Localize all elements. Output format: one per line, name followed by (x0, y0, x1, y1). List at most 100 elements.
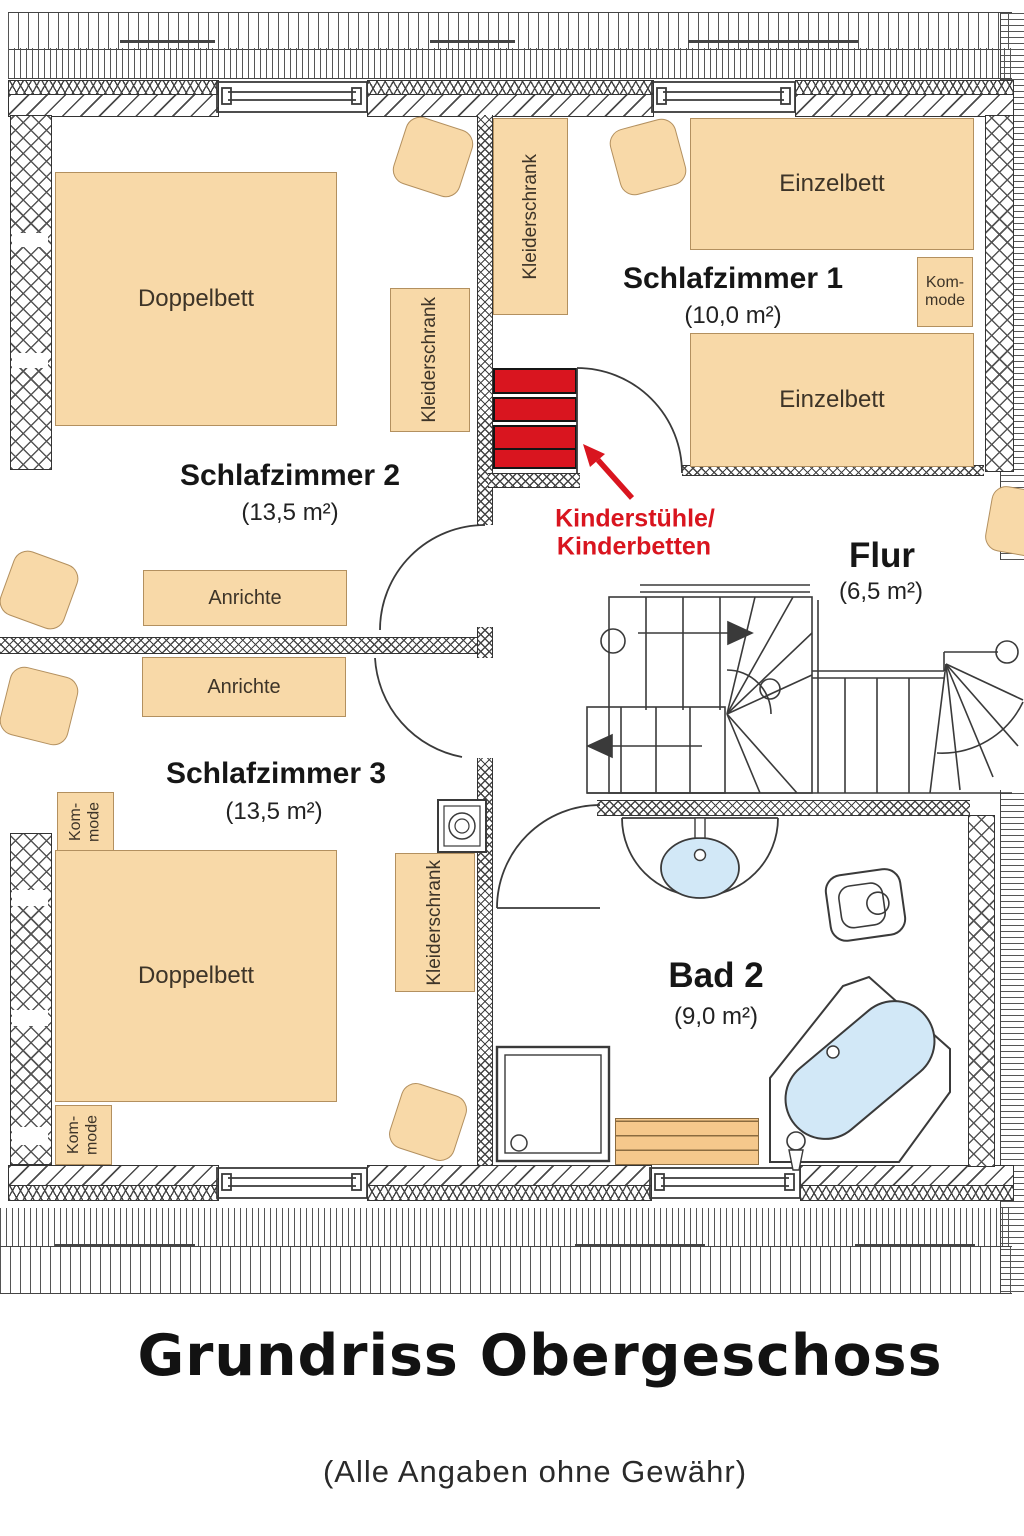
bed-double-schlafzimmer3: Doppelbett (55, 850, 337, 1102)
wall-top-insulation (8, 80, 219, 96)
child-bed-marker (493, 397, 577, 422)
door-schlafzimmer3 (374, 657, 463, 758)
door-schlafzimmer1 (576, 367, 683, 474)
sideboard-schlafzimmer2: Anrichte (143, 570, 347, 626)
window-icon (651, 81, 796, 113)
wall-bottom (8, 1165, 219, 1187)
room-label-bad2: Bad 2 (668, 956, 764, 995)
dresser-bottom-schlafzimmer3: Kom-mode (55, 1105, 112, 1165)
room-area-schlafzimmer1: (10,0 m²) (684, 302, 782, 329)
annotation-kinder-line1: Kinderstühle/ (555, 504, 715, 533)
dresser-label: Kom-mode (67, 801, 103, 843)
wardrobe-schlafzimmer2: Kleiderschrank (390, 288, 470, 432)
wall-right-lower (968, 815, 995, 1167)
door-schlafzimmer2 (379, 524, 486, 631)
wall-bad2-top (597, 800, 970, 816)
dresser-schlafzimmer1: Kom-mode (917, 257, 973, 327)
wardrobe-label: Kleiderschrank (519, 153, 541, 280)
roof-joint-mark (688, 40, 858, 43)
chair (0, 546, 83, 634)
room-area-bad2: (9,0 m²) (674, 1003, 758, 1030)
dresser-top-schlafzimmer3: Kom-mode (57, 792, 114, 852)
bed-label: Doppelbett (137, 962, 255, 989)
chair (0, 663, 82, 749)
shower-icon (495, 1045, 611, 1163)
room-label-schlafzimmer2: Schlafzimmer 2 (179, 459, 401, 492)
wardrobe-schlafzimmer1: Kleiderschrank (493, 118, 568, 315)
wall-bottom-insulation (8, 1185, 219, 1201)
wall-hall-vertical-lower (477, 758, 493, 1165)
roof-band-top-outer (8, 12, 1012, 50)
bed-label: Doppelbett (137, 285, 255, 312)
window-icon (649, 1167, 801, 1199)
sideboard-label: Anrichte (208, 586, 282, 609)
chair (982, 483, 1024, 561)
wardrobe-label: Kleiderschrank (419, 297, 440, 423)
wall-bottom-insulation (367, 1185, 652, 1201)
sideboard-label: Anrichte (207, 675, 281, 698)
wall-bottom (800, 1165, 1014, 1187)
child-bed-marker (493, 368, 577, 394)
page-subtitle: (Alle Angaben ohne Gewähr) (322, 1454, 748, 1489)
room-area-schlafzimmer3: (13,5 m²) (225, 798, 323, 825)
annotation-arrow (583, 444, 635, 500)
room-area-schlafzimmer2: (13,5 m²) (241, 499, 339, 526)
annotation-kinder-line2: Kinderbetten (556, 532, 712, 561)
wall-break (12, 353, 48, 368)
bed-label: Einzelbett (779, 170, 885, 197)
wall-bottom (367, 1165, 652, 1187)
room-label-schlafzimmer1: Schlafzimmer 1 (622, 262, 844, 295)
wall-break (12, 233, 48, 247)
window-icon (216, 81, 368, 113)
room-label-flur: Flur (848, 536, 916, 575)
wall-break (12, 890, 48, 906)
bed-label: Einzelbett (779, 386, 885, 413)
wall-top (367, 94, 654, 117)
chair (606, 115, 690, 199)
toilet-icon (824, 868, 907, 942)
wall-break (12, 1010, 48, 1026)
wall-break (12, 1127, 48, 1145)
child-bed-marker (493, 425, 577, 450)
child-bed-marker (493, 448, 577, 469)
door-bad2 (496, 804, 601, 909)
staircase (586, 584, 1024, 794)
wall-left-upper (10, 115, 52, 470)
roof-joint-mark (55, 1244, 195, 1247)
dresser-label: Kom-mode (924, 273, 966, 309)
bed-single-1-schlafzimmer1: Einzelbett (690, 118, 974, 250)
bathtub-icon (769, 975, 951, 1171)
sideboard-schlafzimmer3: Anrichte (142, 657, 346, 717)
roof-band-top-inner (8, 48, 1012, 79)
chair (388, 112, 478, 202)
bed-double-schlafzimmer2: Doppelbett (55, 172, 337, 426)
sink-icon (621, 817, 779, 899)
wall-stub-schlafzimmer1 (488, 473, 580, 488)
wall-bottom-insulation (800, 1185, 1014, 1201)
wardrobe-schlafzimmer3: Kleiderschrank (395, 853, 475, 992)
chair (385, 1079, 471, 1165)
page-title: Grundriss Obergeschoss (137, 1323, 943, 1389)
dresser-label: Kom-mode (65, 1114, 101, 1156)
roof-joint-mark (120, 40, 215, 43)
wall-schlafzimmer2-3-divider (0, 637, 477, 654)
roof-band-bottom-inner (0, 1208, 1012, 1247)
wall-left-lower (10, 833, 52, 1165)
bath-bench (615, 1118, 759, 1165)
roof-joint-mark (855, 1244, 975, 1247)
wall-top (8, 94, 219, 117)
bed-single-2-schlafzimmer1: Einzelbett (690, 333, 974, 467)
window-icon (216, 1167, 368, 1199)
room-area-flur: (6,5 m²) (839, 578, 923, 605)
wall-top-insulation (795, 80, 1014, 96)
wall-top (795, 94, 1014, 117)
wall-hall-vertical-upper (477, 115, 493, 525)
room-label-schlafzimmer3: Schlafzimmer 3 (165, 757, 387, 790)
wall-right-upper (985, 115, 1014, 472)
roof-band-right-lower (1000, 790, 1024, 1292)
wall-hall-vertical-mid (477, 627, 493, 658)
wardrobe-label: Kleiderschrank (424, 859, 445, 986)
roof-joint-mark (430, 40, 515, 43)
roof-joint-mark (575, 1244, 705, 1247)
